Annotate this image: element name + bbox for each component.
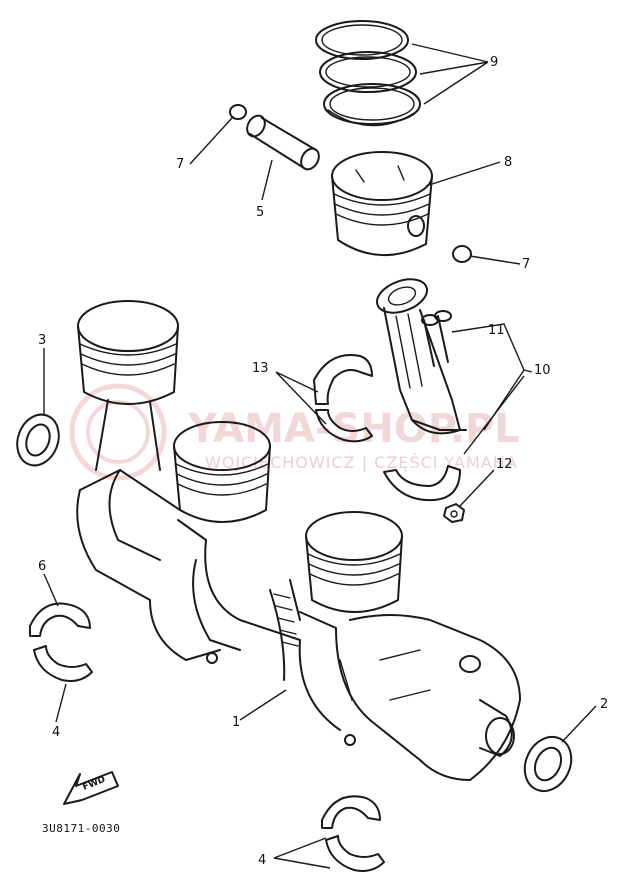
callout-7-top: 7 <box>176 157 184 172</box>
big-end-bearings <box>313 354 373 443</box>
callout-2: 2 <box>600 697 608 712</box>
callout-1: 1 <box>232 715 240 730</box>
callout-3: 3 <box>38 333 46 348</box>
watermark-subline: WOJCIECHOWICZ | CZĘŚCI YAMAHA <box>205 453 518 472</box>
callout-4-bottom: 4 <box>258 853 266 868</box>
callout-5: 5 <box>256 205 264 220</box>
fwd-arrow: FWD <box>63 771 119 805</box>
callout-4-left: 4 <box>52 725 60 740</box>
oil-seal-right <box>523 735 573 793</box>
oil-seal-left <box>16 413 60 467</box>
connecting-rod-cap <box>383 465 461 502</box>
piston-pin-clips <box>229 104 472 263</box>
callout-11: 11 <box>488 323 505 338</box>
main-bearings-left <box>29 602 93 682</box>
callout-12: 12 <box>496 457 513 472</box>
callout-10: 10 <box>534 363 551 378</box>
callout-8: 8 <box>504 155 512 170</box>
piston-upper <box>331 151 433 256</box>
piston-pin <box>246 114 320 171</box>
main-bearings-bottom <box>321 795 385 872</box>
leader-lines <box>43 43 597 869</box>
callout-6: 6 <box>38 559 46 574</box>
callout-7-right: 7 <box>522 257 530 272</box>
callout-labels: 9 8 7 7 5 3 13 11 10 12 6 4 1 2 4 <box>38 55 608 868</box>
crankshaft <box>76 469 521 781</box>
watermark-brand: YAMA-SHOP.PL <box>187 406 520 452</box>
piston-left <box>77 300 179 471</box>
connecting-rod <box>376 278 467 435</box>
drawing-code: 3U8171-0030 <box>42 822 120 835</box>
piston-middle <box>173 421 271 523</box>
watermark-logo <box>69 383 167 481</box>
fwd-label: FWD <box>81 775 107 793</box>
callout-13: 13 <box>252 361 269 376</box>
rod-nut <box>443 503 465 523</box>
rod-bolts <box>421 310 452 367</box>
callout-9: 9 <box>490 55 498 70</box>
piston-rings <box>315 20 421 127</box>
piston-right <box>305 511 403 613</box>
